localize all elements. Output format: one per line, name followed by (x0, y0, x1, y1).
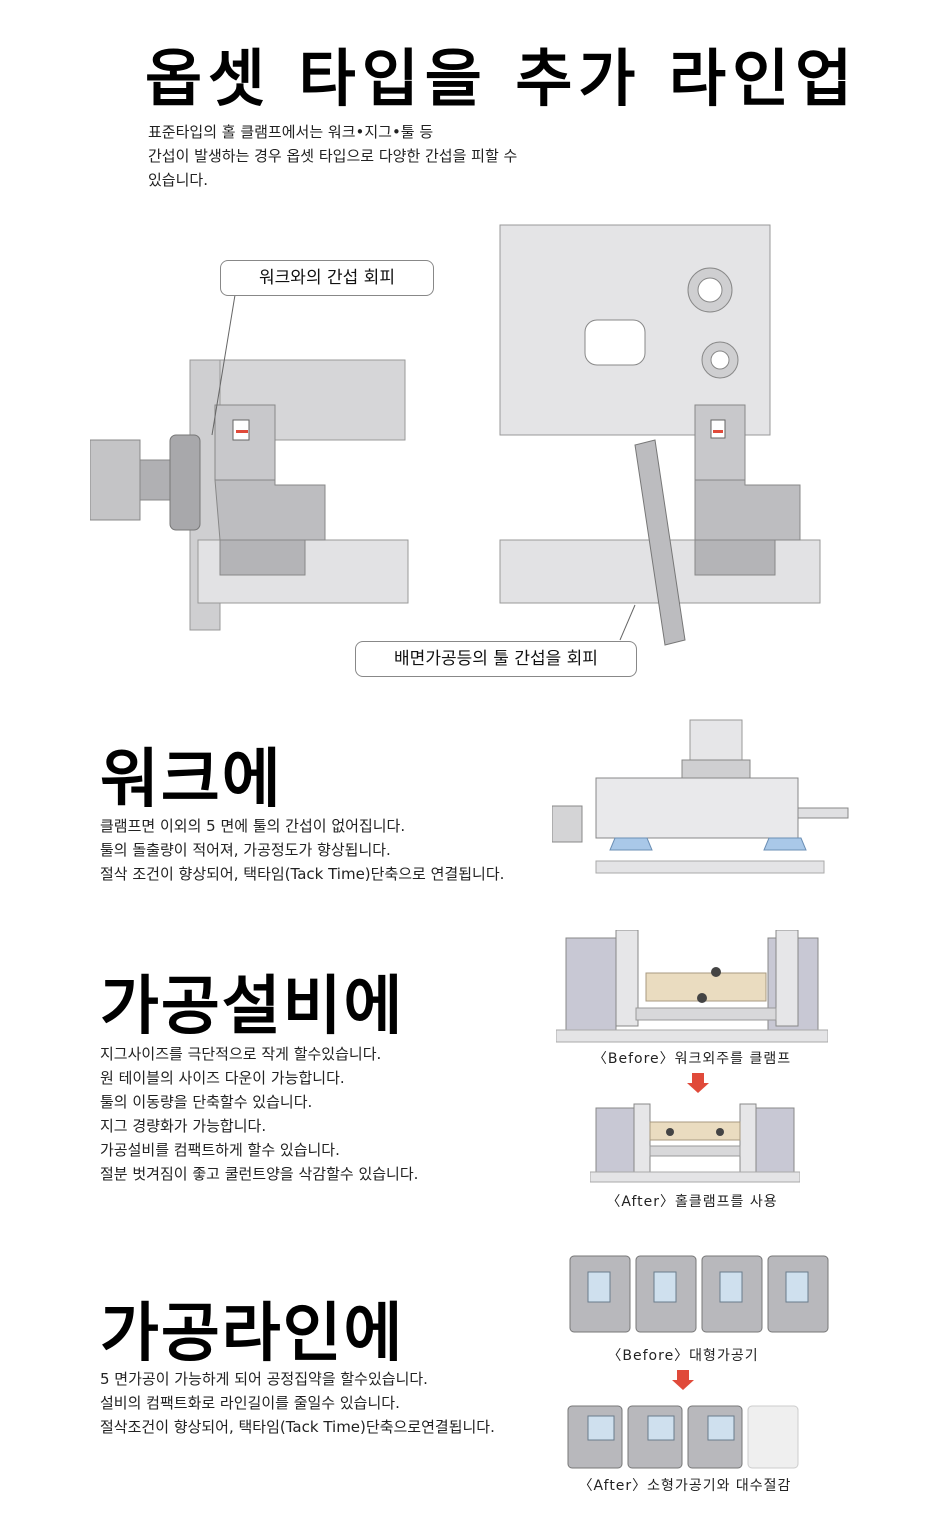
equipment-line: 절분 벗겨짐이 좋고 쿨런트양을 삭감할수 있습니다. (100, 1165, 419, 1183)
clamp-diagram (90, 224, 821, 646)
equipment-after-illustration (590, 1103, 800, 1183)
line-after-illustration (567, 1405, 799, 1469)
callout-work-interference: 워크와의 간섭 회피 (220, 260, 434, 296)
section-title-line: 가공라인에 (100, 1297, 405, 1371)
work-line: 절삭 조건이 향상되어, 택타임(Tack Time)단축으로 연결됩니다. (100, 865, 505, 883)
section-title-equipment: 가공설비에 (100, 970, 405, 1044)
section-line-text: 5 면가공이 가능하게 되어 공정집약을 할수있습니다. 설비의 컴팩트화로 라… (100, 1367, 495, 1439)
line-text-line: 5 면가공이 가능하게 되어 공정집약을 할수있습니다. (100, 1370, 428, 1388)
right-clamp-illustration (499, 224, 821, 646)
section-work-text: 클램프면 이외의 5 면에 툴의 간섭이 없어집니다. 툴의 돌출량이 적어져,… (100, 814, 504, 886)
section-equipment-text: 지그사이즈를 극단적으로 작게 할수있습니다. 원 테이블의 사이즈 다운이 가… (100, 1042, 418, 1186)
section-title-work: 워크에 (100, 743, 283, 817)
equipment-line: 지그 경량화가 가능합니다. (100, 1117, 267, 1135)
line-text-line: 설비의 컴팩트화로 라인길이를 줄일수 있습니다. (100, 1394, 400, 1412)
down-arrow-icon (687, 1073, 709, 1093)
callout-tool-interference: 배면가공등의 툴 간섭을 회피 (355, 641, 637, 677)
intro-line: 간섭이 발생하는 경우 옵셋 타입으로 다양한 간섭을 피할 수 (148, 147, 518, 165)
line-before-caption: 〈Before〉대형가공기 (607, 1348, 759, 1364)
equipment-line: 가공설비를 컴팩트하게 할수 있습니다. (100, 1141, 340, 1159)
equipment-line: 지그사이즈를 극단적으로 작게 할수있습니다. (100, 1045, 382, 1063)
intro-line: 표준타입의 홀 클램프에서는 워크•지그•툴 등 (148, 123, 434, 141)
intro-line: 있습니다. (148, 171, 208, 189)
equipment-line: 원 테이블의 사이즈 다운이 가능합니다. (100, 1069, 345, 1087)
line-before-illustration (569, 1255, 829, 1333)
line-after-caption: 〈After〉소형가공기와 대수절감 (578, 1478, 792, 1494)
equipment-line: 툴의 이동량을 단축할수 있습니다. (100, 1093, 313, 1111)
equipment-after-caption: 〈After〉홀클램프를 사용 (606, 1194, 778, 1210)
work-line: 툴의 돌출량이 적어져, 가공정도가 향상됩니다. (100, 841, 391, 859)
page-title: 옵셋 타입을 추가 라인업 (145, 42, 859, 115)
left-clamp-illustration (90, 359, 409, 631)
work-illustration (552, 719, 849, 874)
intro-text: 표준타입의 홀 클램프에서는 워크•지그•툴 등 간섭이 발생하는 경우 옵셋 … (148, 120, 517, 192)
equipment-before-caption: 〈Before〉워크외주를 클램프 (592, 1051, 792, 1067)
work-line: 클램프면 이외의 5 면에 툴의 간섭이 없어집니다. (100, 817, 406, 835)
equipment-before-illustration (556, 930, 828, 1043)
down-arrow-icon (672, 1370, 694, 1390)
line-text-line: 절삭조건이 향상되어, 택타임(Tack Time)단축으로연결됩니다. (100, 1418, 495, 1436)
